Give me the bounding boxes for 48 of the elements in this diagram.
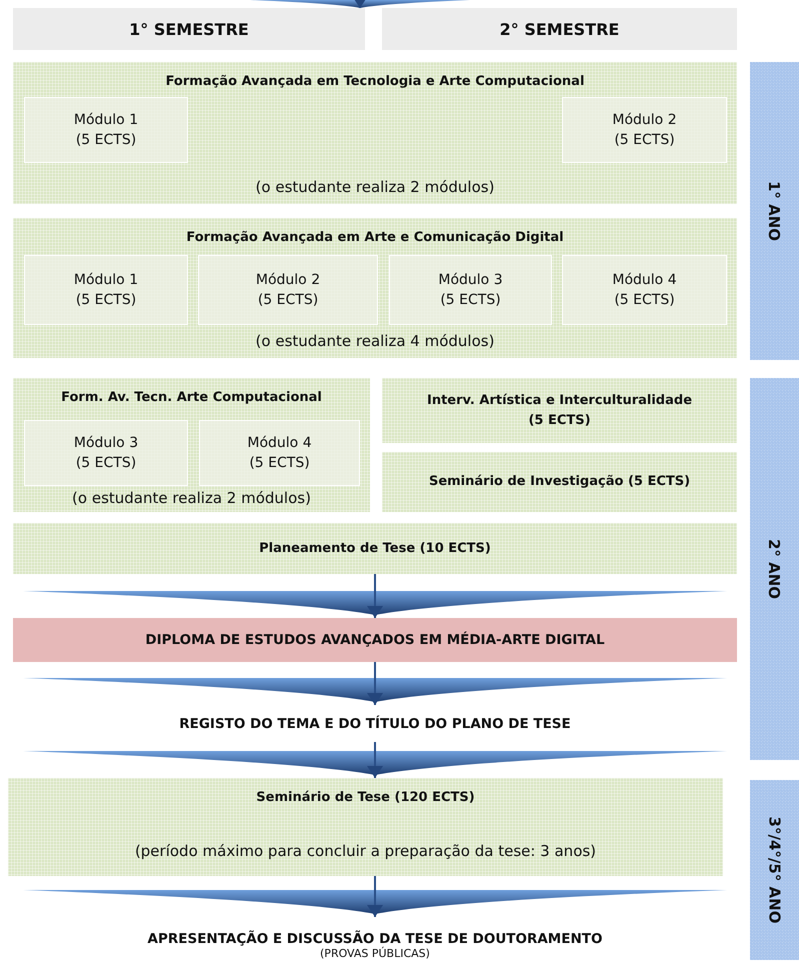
year-band [750, 378, 799, 760]
course-title: Formação Avançada em Tecnologia e Arte Computacional [164, 74, 586, 89]
milestone-text: APRESENTAÇÃO E DISCUSSÃO DA TESE DE DOUTORAMENTO [148, 931, 602, 947]
module-label: Módulo 3 (5 ECTS) [437, 270, 504, 310]
course-panel [13, 218, 737, 358]
module-label: Módulo 2 (5 ECTS) [611, 110, 678, 150]
note-text: (o estudante realiza 2 módulos) [254, 178, 496, 196]
module-label: Módulo 1 (5 ECTS) [72, 110, 140, 150]
year-label: 2° ANO [766, 538, 784, 600]
module-box [562, 255, 727, 325]
module-box [198, 255, 378, 325]
milestone-text: REGISTO DO TEMA E DO TÍTULO DO PLANO DE TESE [179, 716, 571, 732]
semester-header [13, 8, 365, 50]
module-box [24, 255, 188, 325]
note-text: (o estudante realiza 4 módulos) [254, 332, 496, 350]
course-title: Form. Av. Tecn. Arte Computacional [60, 390, 323, 405]
column-heading: 2° SEMESTRE [500, 20, 620, 38]
module-label: Módulo 4 (5 ECTS) [611, 270, 678, 310]
course-title: Seminário de Investigação (5 ECTS) [428, 473, 690, 492]
module-label: Módulo 4 (5 ECTS) [246, 434, 313, 473]
course-panel [13, 523, 737, 574]
year-label: 1° ANO [766, 180, 784, 242]
course-panel [13, 378, 370, 512]
year-band [750, 780, 799, 960]
diploma-bar [13, 618, 737, 662]
course-title: Formação Avançada em Arte e Comunicação Digital [185, 230, 565, 245]
module-box [562, 97, 727, 163]
course-title: Seminário de Tese (120 ECTS) [255, 790, 476, 805]
course-title: Interv. Artística e Interculturalidade (5 ECTS) [426, 392, 694, 430]
module-box [199, 420, 360, 486]
column-heading: 1° SEMESTRE [129, 20, 249, 38]
note-text: (PROVAS PÚBLICAS) [320, 947, 430, 960]
module-label: Módulo 1 (5 ECTS) [72, 270, 140, 310]
course-panel [382, 452, 737, 512]
milestone-text: DIPLOMA DE ESTUDOS AVANÇADOS EM MÉDIA-ARTE DIGITAL [145, 632, 605, 648]
module-label: Módulo 3 (5 ECTS) [72, 434, 140, 473]
course-panel [13, 62, 737, 204]
module-box [24, 420, 188, 486]
module-box [24, 97, 188, 163]
year-band [750, 62, 799, 360]
course-panel [8, 778, 723, 876]
course-panel [382, 378, 737, 443]
note-text: (período máximo para concluir a preparação da tese: 3 anos) [134, 842, 598, 860]
module-box [389, 255, 552, 325]
year-label: 3°/4°/5° ANO [766, 816, 784, 924]
course-title: Planeamento de Tese (10 ECTS) [259, 540, 491, 558]
note-text: (o estudante realiza 2 módulos) [71, 489, 312, 507]
module-label: Módulo 2 (5 ECTS) [254, 270, 322, 310]
